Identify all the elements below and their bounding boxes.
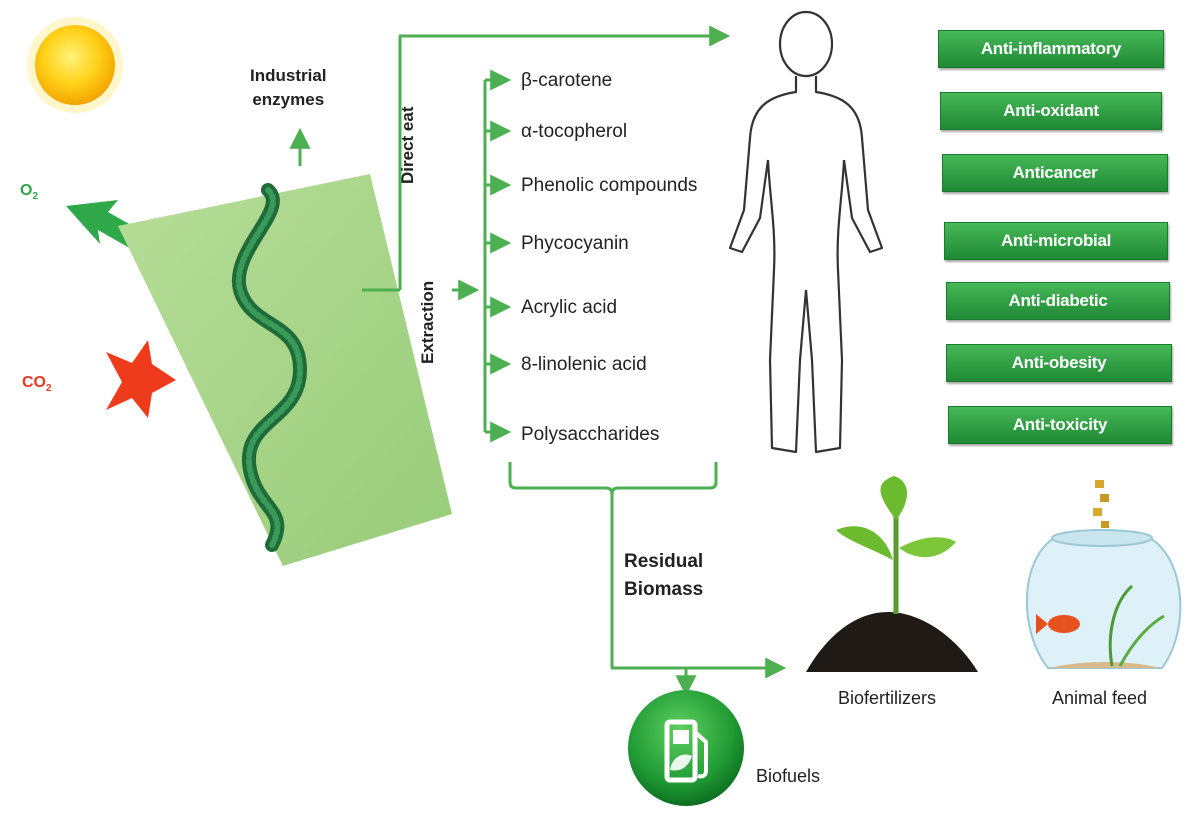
- co2-label-sub: 2: [46, 383, 52, 394]
- compound-item: Acrylic acid: [521, 297, 617, 319]
- residual-biomass-line-2: Biomass: [624, 576, 703, 604]
- co2-arrow-icon: [106, 340, 176, 418]
- co2-label-base: CO: [22, 374, 46, 391]
- industrial-enzymes-line-1: Industrial: [250, 64, 327, 88]
- animal-feed-label: Animal feed: [1052, 688, 1147, 709]
- property-box: Anti-oxidant: [940, 92, 1162, 130]
- residual-biomass-line-1: Residual: [624, 548, 703, 576]
- biofuels-label: Biofuels: [756, 766, 820, 787]
- compound-item: Phycocyanin: [521, 233, 629, 255]
- o2-label: O2: [20, 182, 38, 202]
- sun-icon: [27, 17, 123, 113]
- o2-label-sub: 2: [32, 191, 38, 202]
- human-body-icon: [730, 12, 882, 452]
- extraction-label: Extraction: [418, 281, 438, 364]
- compound-item: 8-linolenic acid: [521, 354, 647, 376]
- fuel-pump-icon: [628, 690, 744, 806]
- direct-eat-label: Direct eat: [398, 107, 418, 184]
- spirulina-image: [118, 174, 452, 566]
- residual-biomass-label: Residual Biomass: [624, 548, 703, 604]
- plant-icon: [806, 476, 978, 672]
- compound-item: Polysaccharides: [521, 424, 659, 446]
- property-box: Anti-inflammatory: [938, 30, 1164, 68]
- property-box: Anti-diabetic: [946, 282, 1170, 320]
- compound-item: Phenolic compounds: [521, 175, 697, 197]
- fishbowl-icon: [1027, 480, 1180, 668]
- o2-label-base: O: [20, 182, 32, 199]
- industrial-enzymes-line-2: enzymes: [250, 88, 327, 112]
- property-box: Anti-toxicity: [948, 406, 1172, 444]
- property-box: Anticancer: [942, 154, 1168, 192]
- food-flakes-icon: [1093, 480, 1109, 528]
- property-box: Anti-microbial: [944, 222, 1168, 260]
- compound-item: β-carotene: [521, 70, 612, 92]
- industrial-enzymes-label: Industrial enzymes: [250, 64, 327, 112]
- biofertilizers-label: Biofertilizers: [838, 688, 936, 709]
- compound-item: α-tocopherol: [521, 121, 627, 143]
- co2-label: CO2: [22, 374, 52, 394]
- property-box: Anti-obesity: [946, 344, 1172, 382]
